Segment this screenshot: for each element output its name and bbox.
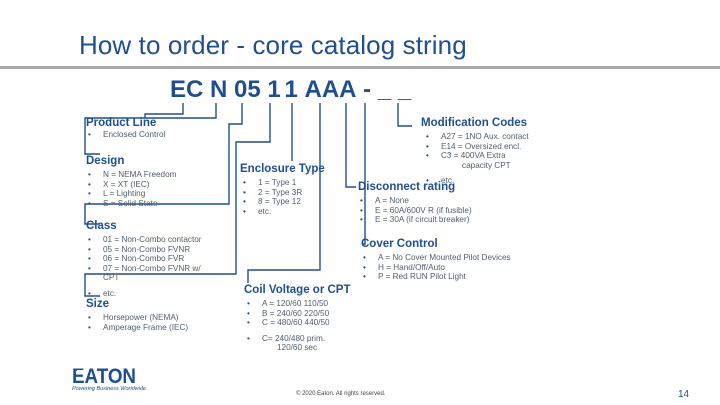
modification-codes-list: A27 = 1NO Aux. contact E14 = Oversized e… bbox=[426, 132, 529, 186]
list-item: 8 = Type 12 bbox=[243, 197, 302, 207]
code-dash: - bbox=[363, 76, 372, 103]
list-item: C= 240/480 prim. bbox=[247, 334, 330, 344]
list-item: 2 = Type 3R bbox=[243, 188, 302, 198]
list-item: N = NEMA Freedom bbox=[88, 170, 176, 180]
code-blanks: _ _ bbox=[377, 76, 412, 103]
list-item: etc. bbox=[426, 176, 529, 186]
eaton-logo: EATON bbox=[72, 365, 138, 385]
catalog-string: EC N 05 1 1 AAA - _ _ bbox=[170, 76, 411, 104]
slide-title: How to order - core catalog string bbox=[79, 30, 467, 60]
cover-control-header: Cover Control bbox=[361, 238, 438, 250]
list-item: 1 = Type 1 bbox=[243, 178, 302, 188]
list-item: P = Red RUN Pilot Light bbox=[363, 272, 511, 282]
code-1a: 1 bbox=[267, 76, 281, 103]
disconnect-rating-list: A = None E = 60A/600V R (if fusible) E =… bbox=[360, 196, 472, 225]
list-item-continuation: CPT bbox=[103, 273, 120, 283]
product-line-list: Enclosed Control bbox=[88, 130, 165, 140]
title-divider bbox=[0, 66, 720, 69]
coil-voltage-header: Coil Voltage or CPT bbox=[244, 284, 351, 296]
list-item: Horsepower (NEMA) bbox=[88, 313, 188, 323]
list-item: A = No Cover Mounted Pilot Devices bbox=[363, 253, 511, 263]
class-header: Class bbox=[86, 220, 117, 232]
cover-control-list: A = No Cover Mounted Pilot Devices H = H… bbox=[363, 253, 511, 282]
code-1b: 1 bbox=[284, 76, 298, 103]
list-item-continuation: capacity CPT bbox=[462, 160, 511, 170]
code-05: 05 bbox=[234, 76, 261, 103]
copyright-footer: © 2020 Eaton. All rights reserved. bbox=[296, 391, 386, 397]
disconnect-rating-header: Disconnect rating bbox=[358, 181, 456, 193]
list-item: B = 240/60 220/50 bbox=[247, 309, 330, 319]
list-item: C = 480/60 440/50 bbox=[247, 318, 330, 328]
list-item: etc. bbox=[243, 207, 302, 217]
product-line-header: Product Line bbox=[86, 117, 157, 129]
design-header: Design bbox=[86, 155, 125, 167]
code-ec: EC bbox=[170, 76, 204, 103]
list-item: S = Solid State bbox=[88, 199, 176, 209]
list-item-continuation: 120/60 sec bbox=[277, 343, 318, 353]
list-item: A27 = 1NO Aux. contact bbox=[426, 132, 529, 142]
list-item: A = None bbox=[360, 196, 472, 206]
enclosure-type-list: 1 = Type 1 2 = Type 3R 8 = Type 12 etc. bbox=[243, 178, 302, 216]
list-item: X = XT (IEC) bbox=[88, 180, 176, 190]
enclosure-type-header: Enclosure Type bbox=[240, 163, 325, 175]
design-list: N = NEMA Freedom X = XT (IEC) L = Lighti… bbox=[88, 170, 176, 208]
list-item: 07 = Non-Combo FVNR w/ bbox=[88, 264, 202, 274]
code-n: N bbox=[210, 76, 228, 103]
coil-voltage-list: A = 120/60 110/50 B = 240/60 220/50 C = … bbox=[247, 299, 330, 353]
list-item: 06 = Non-Combo FVR bbox=[88, 254, 202, 264]
code-a1: A bbox=[304, 76, 322, 103]
size-header: Size bbox=[86, 298, 110, 310]
list-item: Enclosed Control bbox=[88, 130, 165, 140]
list-item: E14 = Oversized encl. bbox=[426, 142, 529, 152]
svg-text:EATON: EATON bbox=[72, 365, 136, 385]
logo-tagline: Powering Business Worldwide bbox=[72, 386, 146, 392]
code-a2: A bbox=[321, 76, 340, 103]
list-item: L = Lighting bbox=[88, 189, 176, 199]
modification-codes-header: Modification Codes bbox=[421, 117, 528, 129]
list-item: etc. bbox=[88, 289, 202, 299]
list-item: E = 30A (if circuit breaker) bbox=[360, 215, 472, 225]
list-item: Amperage Frame (IEC) bbox=[88, 323, 188, 333]
list-item: E = 60A/600V R (if fusible) bbox=[360, 206, 472, 216]
size-list: Horsepower (NEMA) Amperage Frame (IEC) bbox=[88, 313, 188, 332]
list-item: C3 = 400VA Extra bbox=[426, 151, 529, 161]
code-a3: A bbox=[339, 76, 357, 103]
list-item: 05 = Non-Combo FVNR bbox=[88, 245, 202, 255]
list-item: A = 120/60 110/50 bbox=[247, 299, 330, 309]
list-item: H = Hand/Off/Auto bbox=[363, 263, 511, 273]
list-item: 01 = Non-Combo contactor bbox=[88, 235, 202, 245]
page-number: 14 bbox=[678, 389, 690, 400]
class-list: 01 = Non-Combo contactor 05 = Non-Combo … bbox=[88, 235, 202, 299]
